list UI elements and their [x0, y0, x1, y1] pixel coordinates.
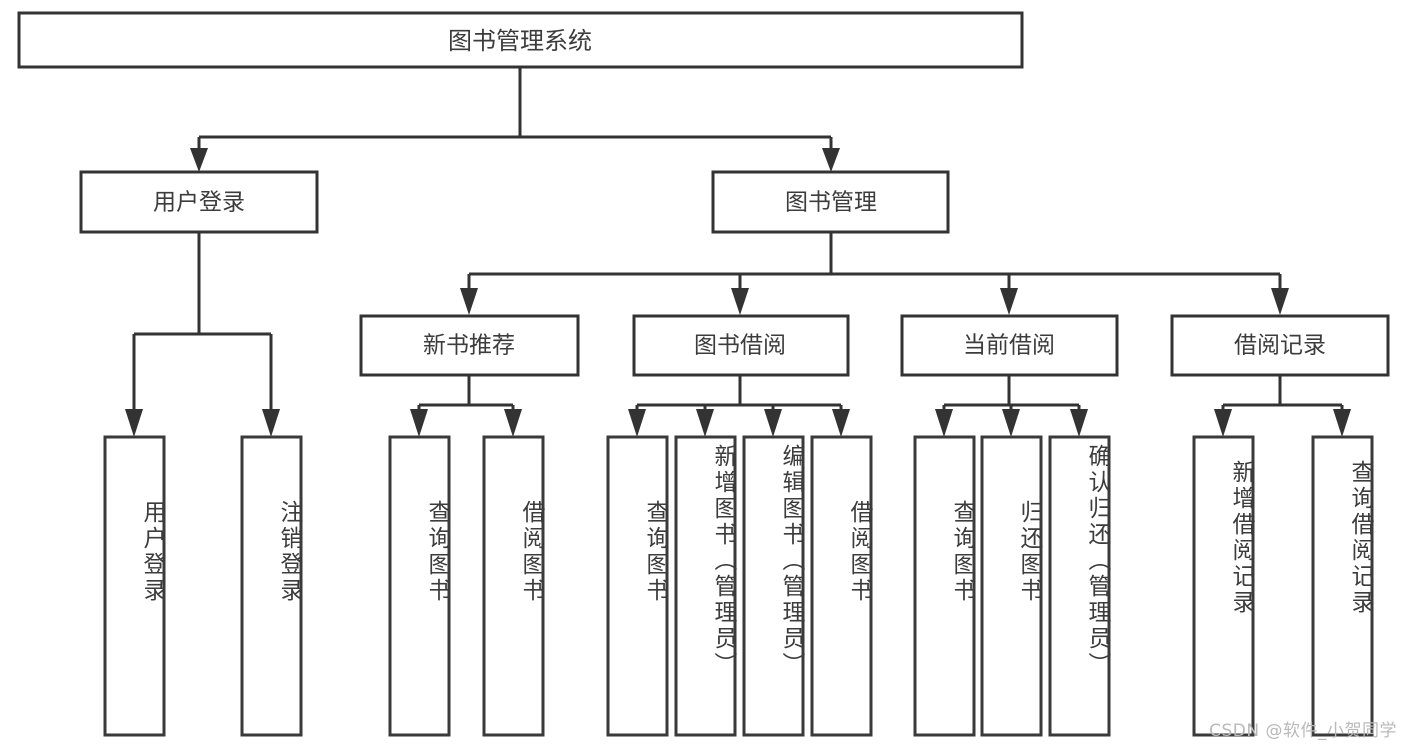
leaf-box-user-login[interactable]	[103, 435, 166, 737]
leaf-box-br-query-record[interactable]	[1311, 435, 1374, 737]
leaf-box-nbr-borrow-book[interactable]	[482, 435, 545, 737]
arrow-cb-leaf3	[1070, 409, 1088, 437]
node-book-borrow[interactable]: 图书借阅	[632, 314, 850, 377]
arrow-bb-leaf3	[764, 409, 782, 437]
leaf-box-bb-borrow-book[interactable]	[810, 435, 873, 737]
leaf-box-cb-confirm-return[interactable]	[1048, 435, 1111, 737]
borrow-record-box	[1170, 314, 1390, 377]
leaf-box-bb-query-book[interactable]	[606, 435, 669, 737]
arrow-bb-leaf1	[628, 409, 646, 437]
arrow-book-to-l3-4	[1271, 288, 1289, 315]
arrow-nbr-leaf1	[410, 409, 428, 437]
user-login-label: 用户登录	[153, 190, 245, 216]
arrow-root-to-user	[190, 148, 208, 172]
arrow-bb-leaf4	[832, 409, 850, 437]
arrow-book-to-l3-1	[460, 288, 478, 315]
leaf-box-cb-query-book[interactable]	[913, 435, 976, 737]
arrow-root-to-book	[822, 148, 840, 172]
node-user-login[interactable]: 用户登录	[79, 170, 319, 234]
leaf-box-logout[interactable]	[240, 435, 303, 737]
node-book-management[interactable]: 图书管理	[711, 170, 950, 234]
node-root[interactable]: 图书管理系统	[17, 11, 1024, 69]
arrow-bb-leaf2	[696, 409, 714, 437]
arrow-cb-leaf1	[935, 409, 953, 437]
arrow-br-leaf1	[1214, 409, 1232, 437]
arrow-user-leaf1	[125, 409, 143, 437]
arrow-cb-leaf2	[1002, 409, 1020, 437]
leaf-box-nbr-query-book[interactable]	[388, 435, 451, 737]
leaf-box-cb-return-book[interactable]	[980, 435, 1043, 737]
leaf-box-br-add-record[interactable]	[1192, 435, 1255, 737]
node-current-borrow[interactable]: 当前借阅	[900, 314, 1119, 377]
arrow-nbr-leaf2	[504, 409, 522, 437]
new-book-recommend-box	[359, 314, 580, 377]
arrow-book-to-l3-2	[731, 288, 749, 315]
book-borrow-label: 图书借阅	[694, 333, 786, 359]
new-book-recommend-label: 新书推荐	[423, 333, 515, 359]
root-box	[17, 11, 1024, 69]
arrow-user-leaf2	[262, 409, 280, 437]
arrow-br-leaf2	[1333, 409, 1351, 437]
watermark-text: CSDN @软件_小贺同学	[1209, 721, 1397, 741]
arrow-book-to-l3-3	[1000, 288, 1018, 315]
node-new-book-recommend[interactable]: 新书推荐	[359, 314, 580, 377]
borrow-record-label: 借阅记录	[1234, 333, 1326, 359]
node-borrow-record[interactable]: 借阅记录	[1170, 314, 1390, 377]
book-management-box	[711, 170, 950, 234]
leaf-box-bb-edit-book[interactable]	[742, 435, 805, 737]
current-borrow-box	[900, 314, 1119, 377]
leaf-box-bb-add-book[interactable]	[674, 435, 737, 737]
book-borrow-box	[632, 314, 850, 377]
current-borrow-label: 当前借阅	[963, 333, 1055, 359]
root-label: 图书管理系统	[448, 27, 592, 55]
book-management-label: 图书管理	[785, 190, 877, 216]
